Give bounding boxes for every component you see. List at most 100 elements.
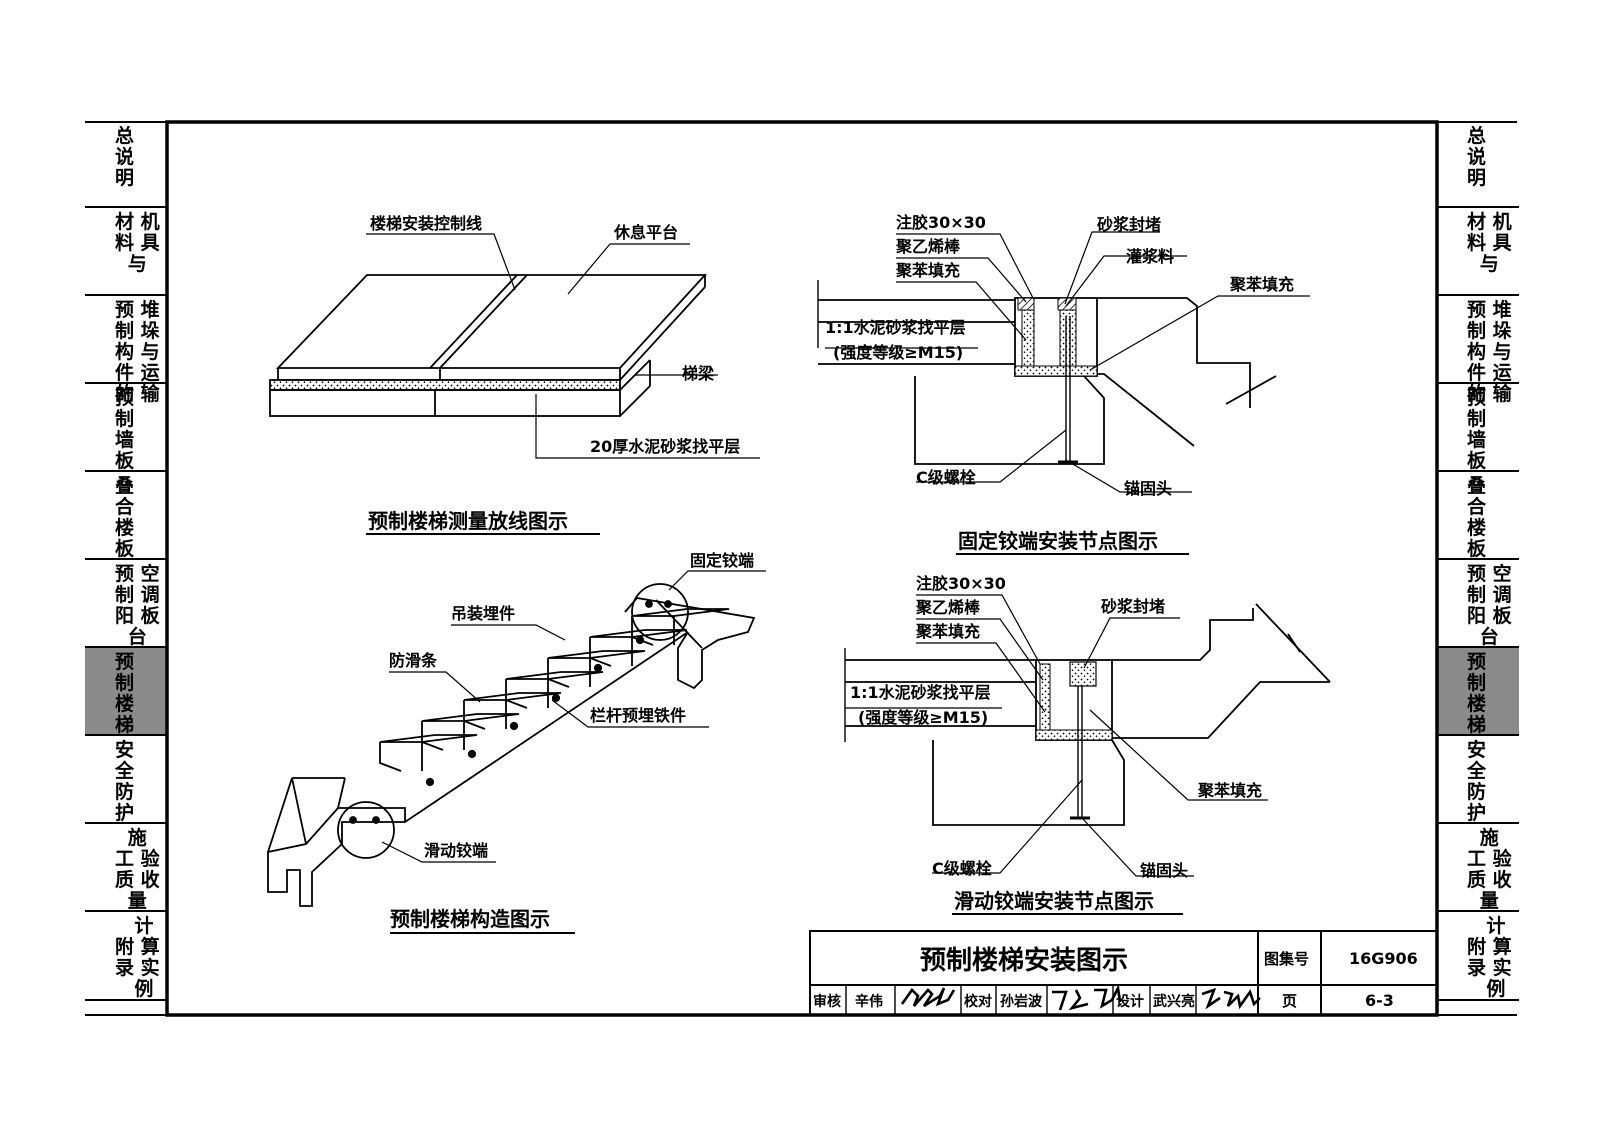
- index-tab-label: 材 机 料 具 与: [1467, 211, 1512, 275]
- stair-riser: [463, 700, 486, 730]
- title-stair-structure: 预制楼梯构造图示: [390, 907, 550, 931]
- label-bolt: C级螺栓: [916, 468, 977, 487]
- stair-riser: [505, 679, 528, 709]
- design-label: 设计: [1116, 993, 1144, 1010]
- label-eps-fill-right-2: 聚苯填充: [1197, 781, 1262, 800]
- label-mortar-layer-2: 1:1水泥砂浆找平层: [850, 683, 991, 702]
- left-index-tab-10[interactable]: 计 附 算 录 实 例: [85, 912, 167, 1001]
- fixed-hinge-labels: 注胶30×30 聚乙烯棒 聚苯填充 砂浆封堵 灌浆料 聚苯填充 1:1水泥砂浆找…: [825, 213, 1294, 553]
- right-index-tab-3[interactable]: 预 堆 制 垛 构 与 件 运 的 输: [1437, 296, 1519, 405]
- left-index-tab-6[interactable]: 预 空 制 调 阳 板 台: [85, 560, 167, 648]
- sliding-hinge-figure: [844, 594, 1331, 915]
- right-index-tab-5[interactable]: 叠 合 楼 板: [1437, 472, 1519, 560]
- label-beam: 梯梁: [682, 364, 715, 383]
- stair-structure-figure: [267, 570, 766, 934]
- stair-structure-labels: 固定铰端 吊装埋件 防滑条 栏杆预埋铁件 滑动铰端 预制楼梯构造图示: [389, 551, 754, 931]
- left-index-tab-2[interactable]: 材 机 料 具 与: [85, 208, 167, 296]
- stair-tread: [379, 734, 478, 743]
- left-index-tab-9[interactable]: 施 工 验 质 收 量: [85, 824, 167, 912]
- check-label: 校对: [964, 993, 992, 1010]
- index-tab-label: 预 制 楼 梯: [1467, 651, 1487, 736]
- page-label: 页: [1282, 992, 1297, 1010]
- reviewer-name: 辛伟: [855, 993, 883, 1010]
- stair-tread: [463, 692, 562, 701]
- survey-layout-labels: 楼梯安装控制线 休息平台 梯梁 20厚水泥砂浆找平层 预制楼梯测量放线图示: [368, 214, 740, 533]
- label-mortar-strength: (强度等级≥M15): [833, 343, 963, 362]
- label-anti-slip: 防滑条: [389, 651, 438, 670]
- label-mortar-seal-2: 砂浆封堵: [1101, 597, 1165, 616]
- left-index-tab-8[interactable]: 安 全 防 护: [85, 736, 167, 824]
- index-tab-label: 叠 合 楼 板: [1467, 475, 1487, 560]
- label-landing: 休息平台: [613, 223, 678, 242]
- right-index-tab-2[interactable]: 材 机 料 具 与: [1437, 208, 1519, 296]
- reviewer-signature: [900, 987, 956, 1008]
- left-index-tab-3[interactable]: 预 堆 制 垛 构 与 件 运 的 输: [85, 296, 167, 405]
- label-rail-insert: 栏杆预埋铁件: [590, 706, 686, 725]
- left-index-tab-4[interactable]: 预 制 墙 板: [85, 384, 167, 472]
- stair-tread: [547, 650, 646, 659]
- index-tab-label: 施 工 验 质 收 量: [115, 827, 160, 912]
- title-block-text: 预制楼梯安装图示 图集号 16G906 页 6-3 审核 辛伟 校对 孙岩波 设…: [813, 946, 1418, 1011]
- right-index-tab-6[interactable]: 预 空 制 调 阳 板 台: [1437, 560, 1519, 648]
- sheet-title: 预制楼梯安装图示: [920, 946, 1128, 976]
- label-leveling-layer: 20厚水泥砂浆找平层: [590, 437, 740, 456]
- right-index-tab-9[interactable]: 施 工 验 质 收 量: [1437, 824, 1519, 912]
- label-control-line: 楼梯安装控制线: [370, 214, 482, 233]
- title-survey: 预制楼梯测量放线图示: [368, 509, 568, 533]
- right-index-tab-7[interactable]: 预 制 楼 梯: [1437, 648, 1519, 736]
- checker-name: 孙岩波: [1000, 993, 1043, 1010]
- index-tab-label: 叠 合 楼 板: [115, 475, 135, 560]
- title-block: [809, 930, 1438, 1016]
- atlas-number: 16G906: [1349, 949, 1418, 968]
- label-eps-fill: 聚苯填充: [895, 261, 960, 280]
- stair-riser: [421, 721, 444, 751]
- left-index-tab-5[interactable]: 叠 合 楼 板: [85, 472, 167, 560]
- stair-tread: [589, 629, 688, 638]
- index-tab-label: 计 附 算 录 实 例: [115, 915, 160, 1000]
- fixed-hinge-figure: [817, 231, 1310, 555]
- left-index-column: 总 说 明材 机 料 具 与预 堆 制 垛 构 与 件 运 的 输预 制 墙 板…: [85, 122, 167, 1001]
- label-glue-2: 注胶30×30: [916, 574, 1006, 593]
- right-index-tab-4[interactable]: 预 制 墙 板: [1437, 384, 1519, 472]
- index-tab-label: 总 说 明: [1467, 125, 1487, 189]
- label-glue: 注胶30×30: [896, 213, 986, 232]
- label-eps-fill-2: 聚苯填充: [915, 622, 980, 641]
- label-mortar-strength-2: (强度等级≥M15): [858, 708, 988, 727]
- label-fixed-hinge-end: 固定铰端: [690, 551, 754, 570]
- atlas-label: 图集号: [1264, 950, 1309, 968]
- right-index-tab-10[interactable]: 计 附 算 录 实 例: [1437, 912, 1519, 1001]
- index-tab-label: 预 堆 制 垛 构 与 件 运 的 输: [115, 299, 160, 405]
- index-tab-label: 预 制 墙 板: [115, 387, 135, 472]
- index-tab-label: 预 制 墙 板: [1467, 387, 1487, 472]
- right-index-tab-1[interactable]: 总 说 明: [1437, 122, 1519, 208]
- label-sliding-hinge-end: 滑动铰端: [424, 841, 488, 860]
- label-lifting-insert: 吊装埋件: [451, 604, 515, 623]
- index-tab-label: 预 空 制 调 阳 板 台: [1467, 563, 1512, 648]
- stair-riser: [589, 637, 612, 667]
- label-pe-rod: 聚乙烯棒: [895, 237, 961, 256]
- survey-layout-figure: [269, 233, 760, 535]
- stair-tread: [421, 713, 520, 722]
- right-index-tab-8[interactable]: 安 全 防 护: [1437, 736, 1519, 824]
- stair-tread: [631, 608, 730, 617]
- index-tab-label: 安 全 防 护: [115, 739, 135, 824]
- stair-steps: [379, 608, 730, 772]
- stair-riser: [547, 658, 570, 688]
- index-tab-label: 计 附 算 录 实 例: [1467, 915, 1512, 1000]
- index-tab-label: 预 空 制 调 阳 板 台: [115, 563, 160, 648]
- label-mortar-layer: 1:1水泥砂浆找平层: [825, 318, 966, 337]
- title-fixed-hinge: 固定铰端安装节点图示: [958, 529, 1158, 553]
- left-index-tab-7[interactable]: 预 制 楼 梯: [85, 648, 167, 736]
- label-eps-fill-right: 聚苯填充: [1229, 275, 1294, 294]
- checker-signature: [1052, 983, 1122, 1011]
- review-label: 审核: [813, 993, 841, 1010]
- page-number: 6-3: [1365, 991, 1394, 1010]
- index-tab-label: 安 全 防 护: [1467, 739, 1487, 824]
- index-tab-label: 施 工 验 质 收 量: [1467, 827, 1512, 912]
- label-anchor: 锚固头: [1124, 479, 1172, 498]
- designer-name: 武兴亮: [1153, 993, 1195, 1010]
- left-index-tab-1[interactable]: 总 说 明: [85, 122, 167, 208]
- right-index-column: 总 说 明材 机 料 具 与预 堆 制 垛 构 与 件 运 的 输预 制 墙 板…: [1437, 122, 1519, 1001]
